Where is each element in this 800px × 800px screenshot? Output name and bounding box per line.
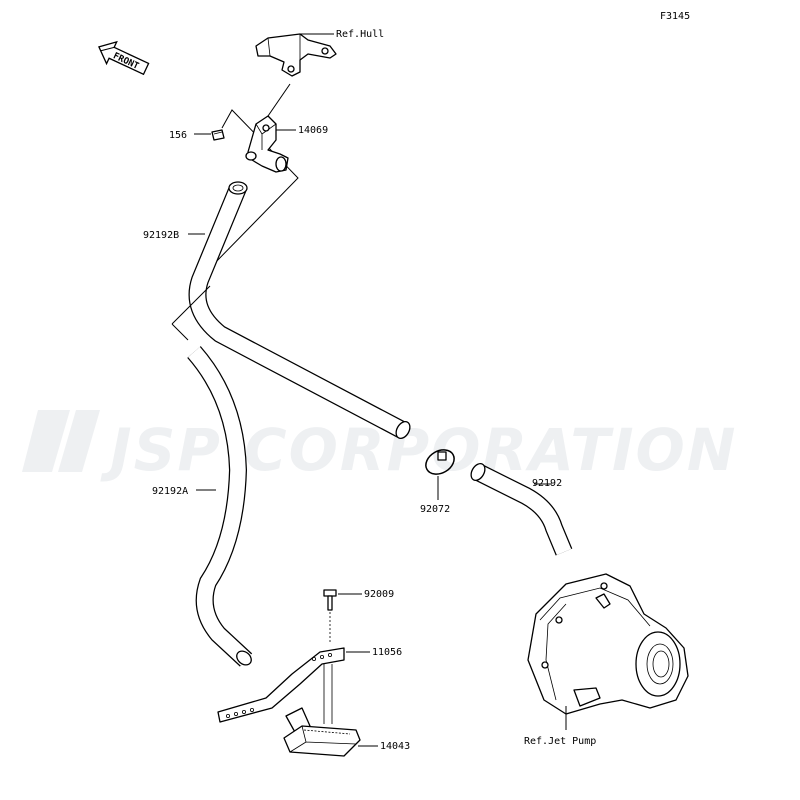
label-14069: 14069	[298, 125, 328, 136]
diagram-code: F3145	[660, 11, 690, 22]
clamp-92072	[425, 449, 455, 475]
label-92192b: 92192B	[143, 230, 179, 241]
filter-14043	[283, 707, 361, 757]
watermark: JSP CORPORATION	[22, 410, 737, 484]
bracket-11056	[217, 647, 345, 723]
fitting-14069	[245, 115, 289, 173]
hose-92192a	[187, 346, 253, 667]
label-14043: 14043	[380, 741, 410, 752]
watermark-text: JSP CORPORATION	[100, 416, 737, 484]
screw-92009	[323, 589, 337, 611]
label-92192: 92192	[532, 478, 562, 489]
label-92192a: 92192A	[152, 486, 188, 497]
label-92009: 92009	[364, 589, 394, 600]
label-11056: 11056	[372, 647, 402, 658]
hull-bracket	[255, 33, 337, 77]
jet-pump	[527, 573, 689, 715]
label-156: 156	[169, 130, 187, 141]
front-arrow-icon: FRONT	[98, 40, 150, 76]
label-ref-hull: Ref.Hull	[336, 29, 384, 40]
hose-92192b	[188, 181, 411, 440]
hose-92192	[470, 462, 573, 556]
label-92072: 92072	[420, 504, 450, 515]
bolt-156	[211, 129, 225, 141]
label-ref-jet-pump: Ref.Jet Pump	[524, 736, 596, 747]
